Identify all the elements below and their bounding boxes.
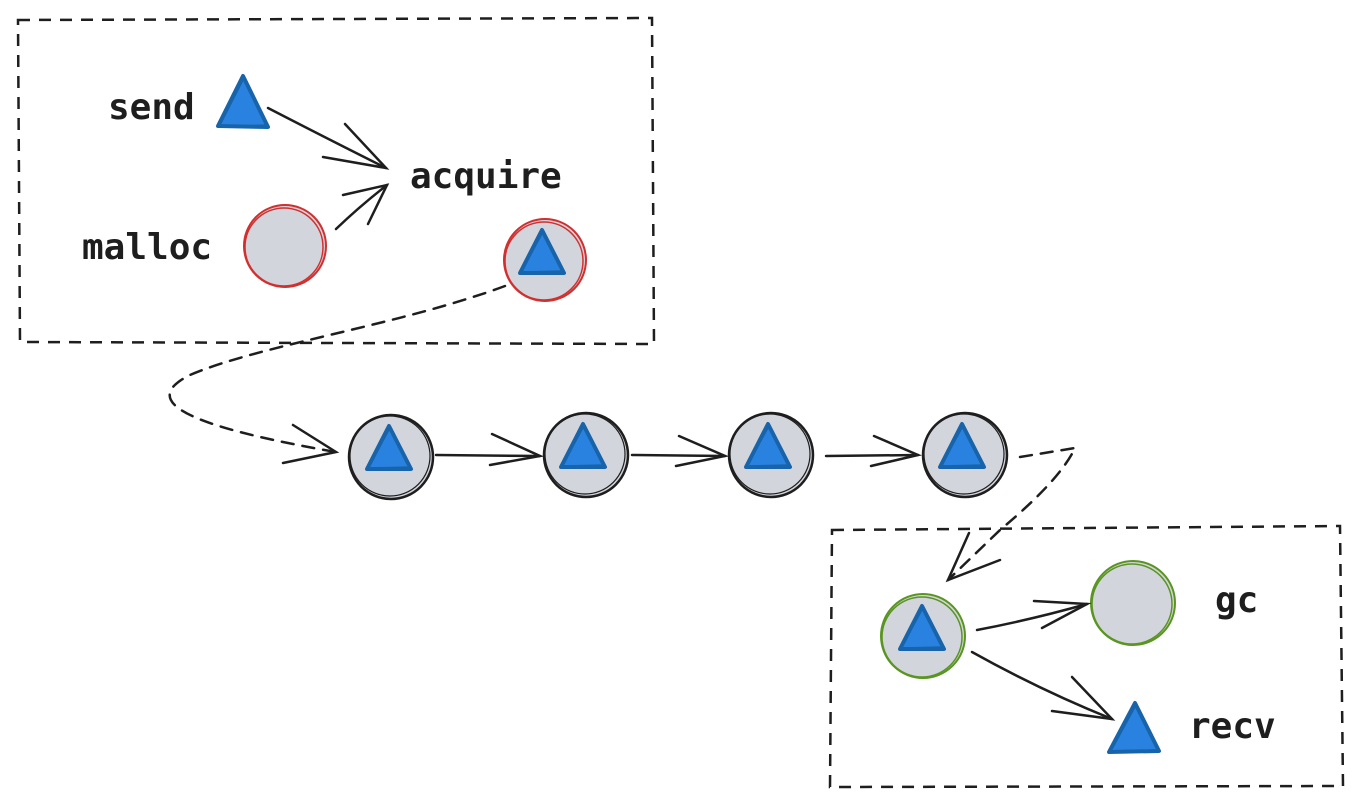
chain-arrow-2: [630, 434, 730, 468]
transfer-dashed-arrow: [168, 284, 507, 465]
send-to-acquire-arrow: [266, 106, 390, 170]
malloc-to-acquire-arrow: [334, 183, 390, 231]
recv-object-icon: [1107, 701, 1161, 754]
released-object-node: [880, 593, 966, 679]
send-object-icon: [216, 74, 270, 129]
chain-node-4: [921, 411, 1009, 499]
allocation-group-box: [16, 16, 656, 346]
acquire-label: acquire: [410, 156, 562, 197]
chain-arrow-3: [824, 434, 922, 468]
chain-node-1: [347, 413, 435, 501]
send-label: send: [108, 87, 195, 128]
chain-node-2: [542, 411, 630, 499]
recv-label: recv: [1189, 706, 1276, 747]
malloc-label: malloc: [82, 227, 212, 268]
chain-arrow-1: [434, 432, 545, 467]
malloc-memory-block-icon: [243, 204, 327, 288]
gc-memory-block-icon: [1090, 560, 1176, 646]
gc-label: gc: [1215, 580, 1258, 621]
release-group-box: [828, 524, 1345, 789]
acquired-object-node: [503, 218, 587, 302]
release-to-recv-arrow: [970, 650, 1116, 721]
chain-node-3: [727, 411, 815, 499]
release-dashed-arrow: [945, 446, 1078, 583]
release-to-gc-arrow: [975, 599, 1092, 632]
